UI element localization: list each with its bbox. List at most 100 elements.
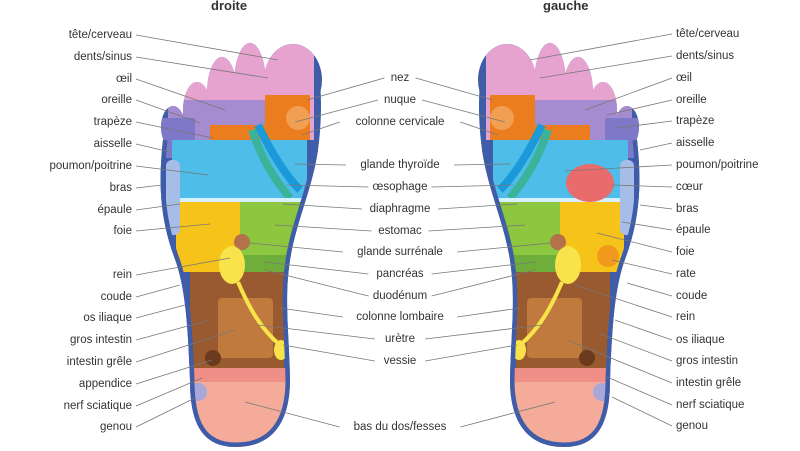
leader-line [294, 99, 379, 123]
left-label: genou [100, 421, 132, 433]
center-label: urètre [384, 333, 416, 345]
center-label: diaphragme [369, 203, 431, 215]
leader-line [425, 344, 518, 362]
leader-line [428, 224, 526, 232]
leader-line [415, 77, 494, 101]
center-label: glande thyroïde [360, 159, 440, 171]
leader-line [135, 329, 236, 363]
leader-line [584, 77, 673, 111]
leader-line [606, 99, 673, 116]
center-label: vessie [383, 355, 417, 367]
leader-line [135, 257, 231, 276]
leader-line [611, 396, 673, 427]
left-label: oreille [101, 94, 132, 106]
leader-line [431, 269, 536, 297]
right-label: aisselle [676, 137, 715, 149]
center-label: nuque [384, 94, 416, 106]
leader-line [460, 401, 556, 428]
leader-line [611, 259, 673, 275]
right-label: genou [676, 420, 708, 432]
left-label: trapèze [93, 116, 132, 128]
center-label: nez [390, 72, 410, 84]
right-label: rein [676, 311, 696, 323]
right-label: dents/sinus [676, 50, 735, 62]
leader-line [529, 33, 673, 61]
leader-line [282, 344, 375, 362]
leader-line [626, 282, 673, 297]
spleen-zone [597, 245, 619, 267]
center-label: pancréas [376, 268, 424, 280]
leader-line [539, 55, 673, 79]
leader-line [301, 121, 340, 136]
leader-line [135, 223, 211, 232]
leader-line [597, 332, 673, 362]
right-label: foie [676, 246, 695, 258]
leader-line [566, 339, 673, 384]
title-gauche: gauche [543, 0, 589, 13]
left-label: épaule [97, 204, 132, 216]
leader-line [135, 397, 196, 428]
leader-line [306, 77, 385, 101]
leader-line [574, 284, 673, 318]
center-label: duodénum [372, 290, 428, 302]
left-label: œil [116, 73, 132, 85]
leader-line [431, 261, 536, 275]
center-label: colonne lombaire [356, 311, 444, 323]
leader-line [596, 232, 673, 253]
title-droite: droite [211, 0, 248, 13]
leader-line [564, 164, 673, 172]
leader-line [135, 304, 186, 319]
leader-line [264, 261, 369, 275]
left-label: bras [109, 182, 132, 194]
left-label: intestin grêle [66, 356, 132, 368]
right-label: œil [676, 72, 692, 84]
right-label: coude [676, 290, 708, 302]
leader-line [135, 359, 213, 385]
leader-line [457, 307, 521, 318]
left-label: coude [100, 291, 132, 303]
leader-line [135, 78, 226, 111]
leader-line [453, 163, 511, 166]
left-label: appendice [78, 378, 132, 390]
right-label: os iliaque [676, 334, 725, 346]
heart-zone [566, 164, 614, 202]
left-label: foie [113, 225, 132, 237]
right-foot-droite [150, 40, 330, 451]
leader-line [135, 165, 209, 176]
leader-line [135, 203, 181, 211]
leader-line [135, 377, 203, 407]
leader-line [639, 204, 673, 210]
leader-line [257, 324, 375, 340]
right-label: intestin grêle [676, 377, 742, 389]
leader-line [457, 242, 551, 253]
leader-line [431, 184, 514, 188]
right-label: bras [676, 203, 699, 215]
right-label: cœur [676, 181, 703, 193]
leader-line [279, 307, 343, 318]
leader-line [249, 242, 343, 253]
right-label: épaule [676, 224, 711, 236]
left-label: dents/sinus [73, 51, 132, 63]
right-label: poumon/poitrine [676, 159, 759, 171]
leader-line [135, 143, 171, 153]
leader-line [606, 376, 673, 406]
leader-line [421, 99, 506, 123]
center-label: colonne cervicale [355, 116, 445, 128]
leader-line [425, 324, 543, 340]
left-label: rein [112, 269, 132, 281]
left-label: aisselle [93, 138, 132, 150]
leader-line [286, 184, 369, 188]
left-label: nerf sciatique [63, 400, 132, 412]
leader-line [135, 284, 181, 298]
leader-line [135, 184, 163, 189]
left-foot-gauche [470, 40, 650, 451]
right-label: nerf sciatique [676, 399, 745, 411]
leader-line [135, 34, 279, 61]
right-label: tête/cerveau [676, 28, 740, 40]
leader-line [244, 401, 340, 428]
left-label: os iliaque [83, 312, 132, 324]
right-label: rate [676, 268, 696, 280]
leader-line [614, 319, 673, 341]
